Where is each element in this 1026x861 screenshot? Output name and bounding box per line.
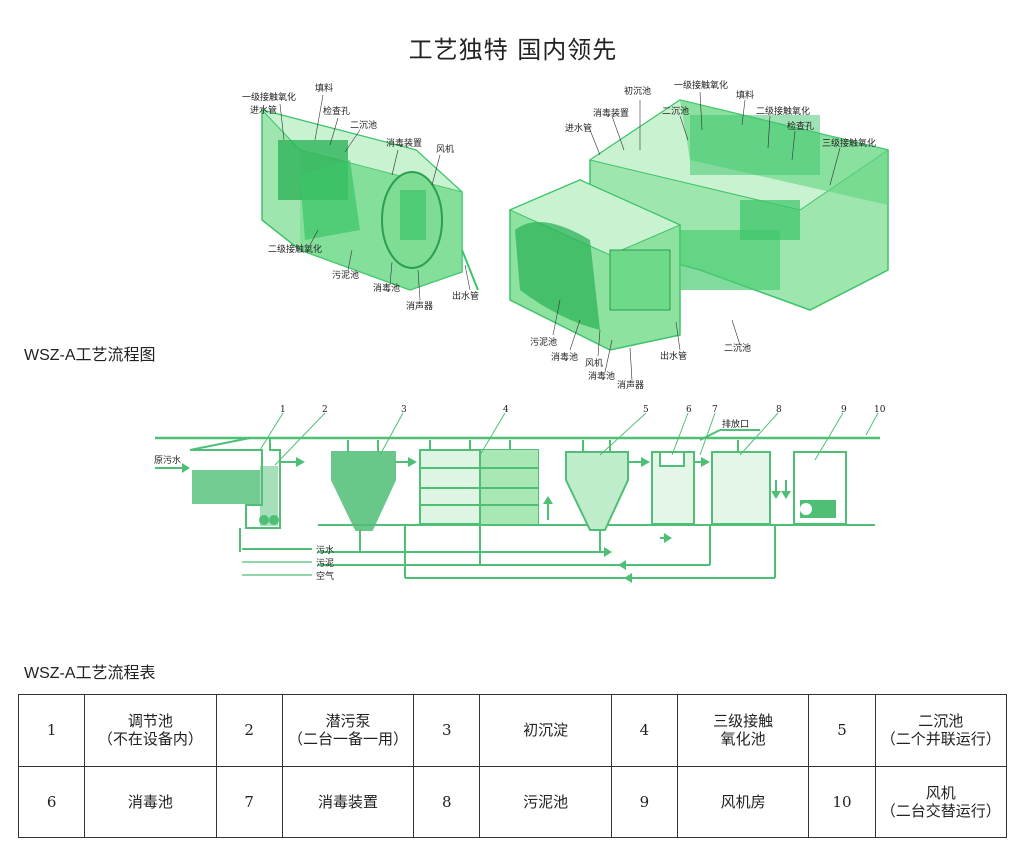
left-label-disinfect-device: 消毒装置 <box>386 137 422 149</box>
process-number-9: 9 <box>841 405 847 415</box>
right-label-silencer: 消声器 <box>617 379 644 391</box>
legend-sewage: 污水 <box>316 544 334 556</box>
left-label-blower: 风机 <box>436 143 454 155</box>
left-label-disinfect-tank: 消毒池 <box>373 282 400 294</box>
table-cell-name: 潜污泵（二台一备一用） <box>281 694 415 767</box>
right-unit-illustration: 初沉池 一级接触氧化 消毒装置 填料 二沉池 二级接触氧化 进水管 检查孔 三级… <box>508 79 890 391</box>
item-name: 二沉池 <box>918 712 964 731</box>
left-label-outlet: 出水管 <box>452 290 479 302</box>
table-cell-no: 4 <box>610 694 678 767</box>
right-label-stage1: 一级接触氧化 <box>674 79 728 91</box>
left-unit-illustration: 一级接触氧化 进水管 填料 检查孔 二沉池 消毒装置 风机 二级接触氧化 污泥池… <box>242 82 479 312</box>
process-number-2: 2 <box>322 405 328 415</box>
process-table: 1 调节池（不在设备内） 2 潜污泵（二台一备一用） 3 初沉淀 4 三级接触氧… <box>17 694 1008 838</box>
item-note: （不在设备内） <box>97 730 203 749</box>
right-label-filler: 填料 <box>736 89 754 101</box>
item-note: 氧化池 <box>720 730 766 749</box>
table-row: 1 调节池（不在设备内） 2 潜污泵（二台一备一用） 3 初沉淀 4 三级接触氧… <box>17 694 1008 767</box>
item-name: 初沉淀 <box>523 721 569 740</box>
right-label-disinfect-tank2: 消毒池 <box>588 370 615 382</box>
table-cell-name: 初沉淀 <box>479 694 612 767</box>
left-label-inlet: 进水管 <box>250 104 277 116</box>
left-label-settling: 二沉池 <box>350 119 377 131</box>
right-label-inlet: 进水管 <box>565 122 592 134</box>
process-flow-diagram <box>155 412 880 583</box>
table-cell-no: 3 <box>413 694 481 767</box>
item-name: 消毒池 <box>127 792 173 811</box>
process-number-10: 10 <box>874 405 886 415</box>
item-name: 三级接触 <box>713 712 774 731</box>
right-label-settling-bottom: 二沉池 <box>724 342 751 354</box>
table-cell-no: 10 <box>808 765 876 838</box>
raw-water-label: 原污水 <box>154 454 181 466</box>
table-cell-name: 风机房 <box>676 765 810 838</box>
process-number-4: 4 <box>503 405 509 415</box>
right-label-primary: 初沉池 <box>624 85 651 97</box>
table-cell-no: 7 <box>215 765 283 838</box>
table-cell-no: 2 <box>215 694 283 767</box>
process-number-7: 7 <box>712 405 718 415</box>
table-cell-name: 消毒装置 <box>281 765 415 838</box>
table-cell-name: 调节池（不在设备内） <box>84 694 217 767</box>
table-cell-name: 二沉池（二个并联运行） <box>874 694 1008 767</box>
table-cell-no: 8 <box>413 765 481 838</box>
item-name: 消毒装置 <box>317 792 378 811</box>
right-label-sludge: 污泥池 <box>530 336 557 348</box>
discharge-label: 排放口 <box>722 418 749 430</box>
table-cell-name: 污泥池 <box>479 765 612 838</box>
process-number-8: 8 <box>776 405 782 415</box>
left-label-filler: 填料 <box>315 82 333 94</box>
item-name: 调节池 <box>127 712 173 731</box>
item-name: 潜污泵 <box>325 712 371 731</box>
table-row: 6 消毒池 7 消毒装置 8 污泥池 9 风机房 10 风机（二台交替运行） <box>17 765 1008 838</box>
left-label-stage2: 二级接触氧化 <box>268 243 322 255</box>
process-number-6: 6 <box>686 405 692 415</box>
table-cell-name: 风机（二台交替运行） <box>874 765 1008 838</box>
legend-sludge: 污泥 <box>316 557 334 569</box>
table-cell-no: 9 <box>610 765 678 838</box>
item-name: 风机 <box>925 783 956 802</box>
left-label-sludge: 污泥池 <box>332 269 359 281</box>
left-label-stage1: 一级接触氧化 <box>242 91 296 103</box>
left-label-silencer: 消声器 <box>406 300 433 312</box>
flow-chart-heading: WSZ-A工艺流程图 <box>24 347 156 364</box>
process-number-3: 3 <box>401 405 407 415</box>
right-label-stage2: 二级接触氧化 <box>756 105 810 117</box>
right-label-disinfect-tank: 消毒池 <box>551 351 578 363</box>
item-name: 污泥池 <box>523 792 569 811</box>
process-flow-labels: 原污水 排放口 1 2 3 4 5 6 7 8 9 10 污水 污泥 空气 <box>154 405 886 582</box>
table-cell-no: 6 <box>17 765 86 838</box>
flow-table-heading: WSZ-A工艺流程表 <box>24 665 156 682</box>
table-cell-name: 三级接触氧化池 <box>676 694 810 767</box>
item-note: （二个并联运行） <box>880 730 1001 749</box>
right-label-inspection: 检查孔 <box>787 120 814 132</box>
page-title: 工艺独特 国内领先 <box>408 36 618 64</box>
right-label-settling-top: 二沉池 <box>662 105 689 117</box>
table-cell-name: 消毒池 <box>84 765 217 838</box>
left-label-inspection: 检查孔 <box>323 105 350 117</box>
table-cell-no: 5 <box>808 694 876 767</box>
legend-air: 空气 <box>316 570 334 582</box>
item-note: （二台一备一用） <box>287 730 408 749</box>
right-label-disinfect-device: 消毒装置 <box>593 107 629 119</box>
item-name: 风机房 <box>720 792 766 811</box>
process-number-5: 5 <box>643 405 649 415</box>
table-cell-no: 1 <box>17 694 86 767</box>
item-note: （二台交替运行） <box>880 801 1001 820</box>
right-label-stage3: 三级接触氧化 <box>822 137 876 149</box>
right-label-outlet: 出水管 <box>660 350 687 362</box>
right-label-blower: 风机 <box>585 357 603 369</box>
process-number-1: 1 <box>280 405 286 415</box>
